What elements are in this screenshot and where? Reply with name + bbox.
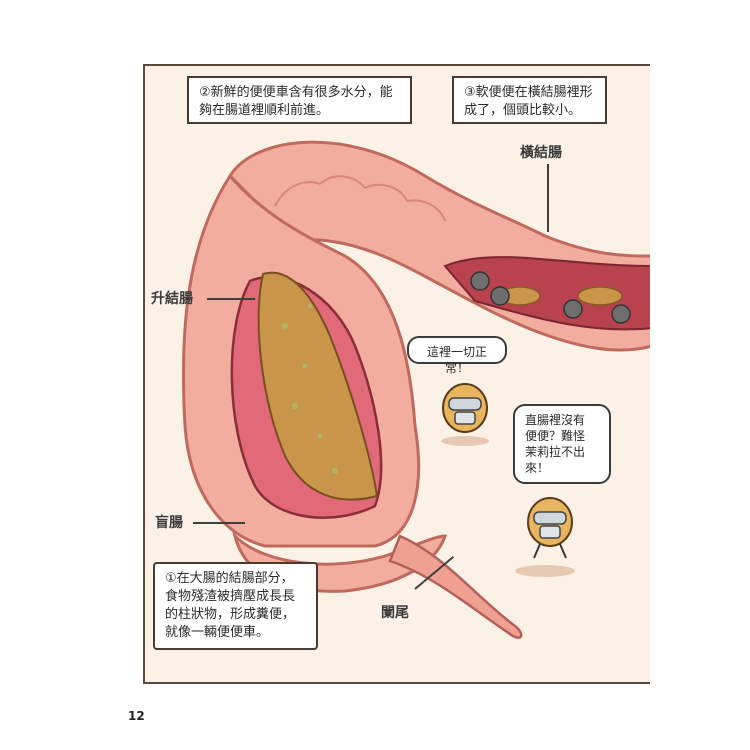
appendix — [388, 534, 523, 639]
speech-bubble-2: 直腸裡沒有 便便？難怪 茉莉拉不出 來！ — [513, 404, 611, 484]
page-number: 12 — [128, 709, 145, 723]
large-intestine-illustration — [181, 140, 650, 639]
leader-ascending — [207, 298, 255, 300]
stool-column — [257, 271, 379, 501]
speech-bubble-1: 這裡一切正常！ — [407, 336, 507, 375]
colon-folds — [274, 175, 446, 222]
leader-transverse — [547, 164, 549, 232]
transverse-cutaway — [443, 256, 650, 331]
callout-box-3: ③軟便便在橫結腸裡形 成了，個頭比較小。 — [452, 76, 607, 124]
small-stools — [499, 286, 623, 306]
callout-box-2: ②新鮮的便便車含有很多水分，能 夠在腸道裡順利前進。 — [187, 76, 412, 124]
stool-speckles — [282, 304, 338, 474]
shadow — [515, 565, 575, 577]
shadow — [441, 436, 489, 446]
stool-character-1 — [442, 383, 488, 433]
stool-car-wheels — [470, 271, 631, 324]
label-transverse-colon: 橫結腸 — [520, 145, 562, 161]
label-appendix: 闌尾 — [381, 605, 409, 621]
stool-character-2 — [527, 497, 573, 559]
leader-cecum — [193, 522, 245, 524]
comic-panel: ②新鮮的便便車含有很多水分，能 夠在腸道裡順利前進。 ③軟便便在橫結腸裡形 成了… — [143, 64, 650, 684]
label-ascending-colon: 升結腸 — [151, 291, 193, 307]
label-cecum: 盲腸 — [155, 515, 183, 531]
callout-box-1: ①在大腸的結腸部分， 食物殘渣被擠壓成長長 的柱狀物，形成糞便， 就像一輛便便車… — [153, 562, 318, 650]
